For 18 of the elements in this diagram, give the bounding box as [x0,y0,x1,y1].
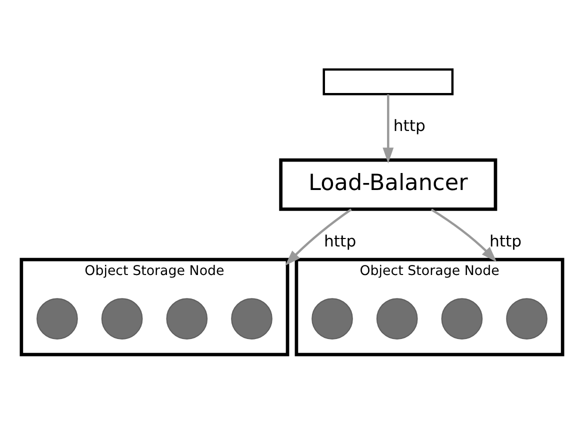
node-circle [506,298,548,340]
node-circle [312,298,353,340]
node-circle [101,298,143,340]
edge-label: http [393,116,426,136]
arrow [285,208,352,266]
node-box: Load-Balancer [279,158,498,211]
node-box [322,68,454,96]
cluster: Object Storage Node [294,258,564,356]
edge-label: http [324,231,356,250]
arrow [430,208,497,262]
arrow [382,94,394,164]
cluster: Object Storage Node [20,258,290,356]
node-circle [376,298,418,340]
edge-label: http [490,231,522,250]
node-circle [166,298,208,340]
node-circle [36,298,78,340]
node-circle [441,298,483,340]
node-circle [231,298,272,340]
